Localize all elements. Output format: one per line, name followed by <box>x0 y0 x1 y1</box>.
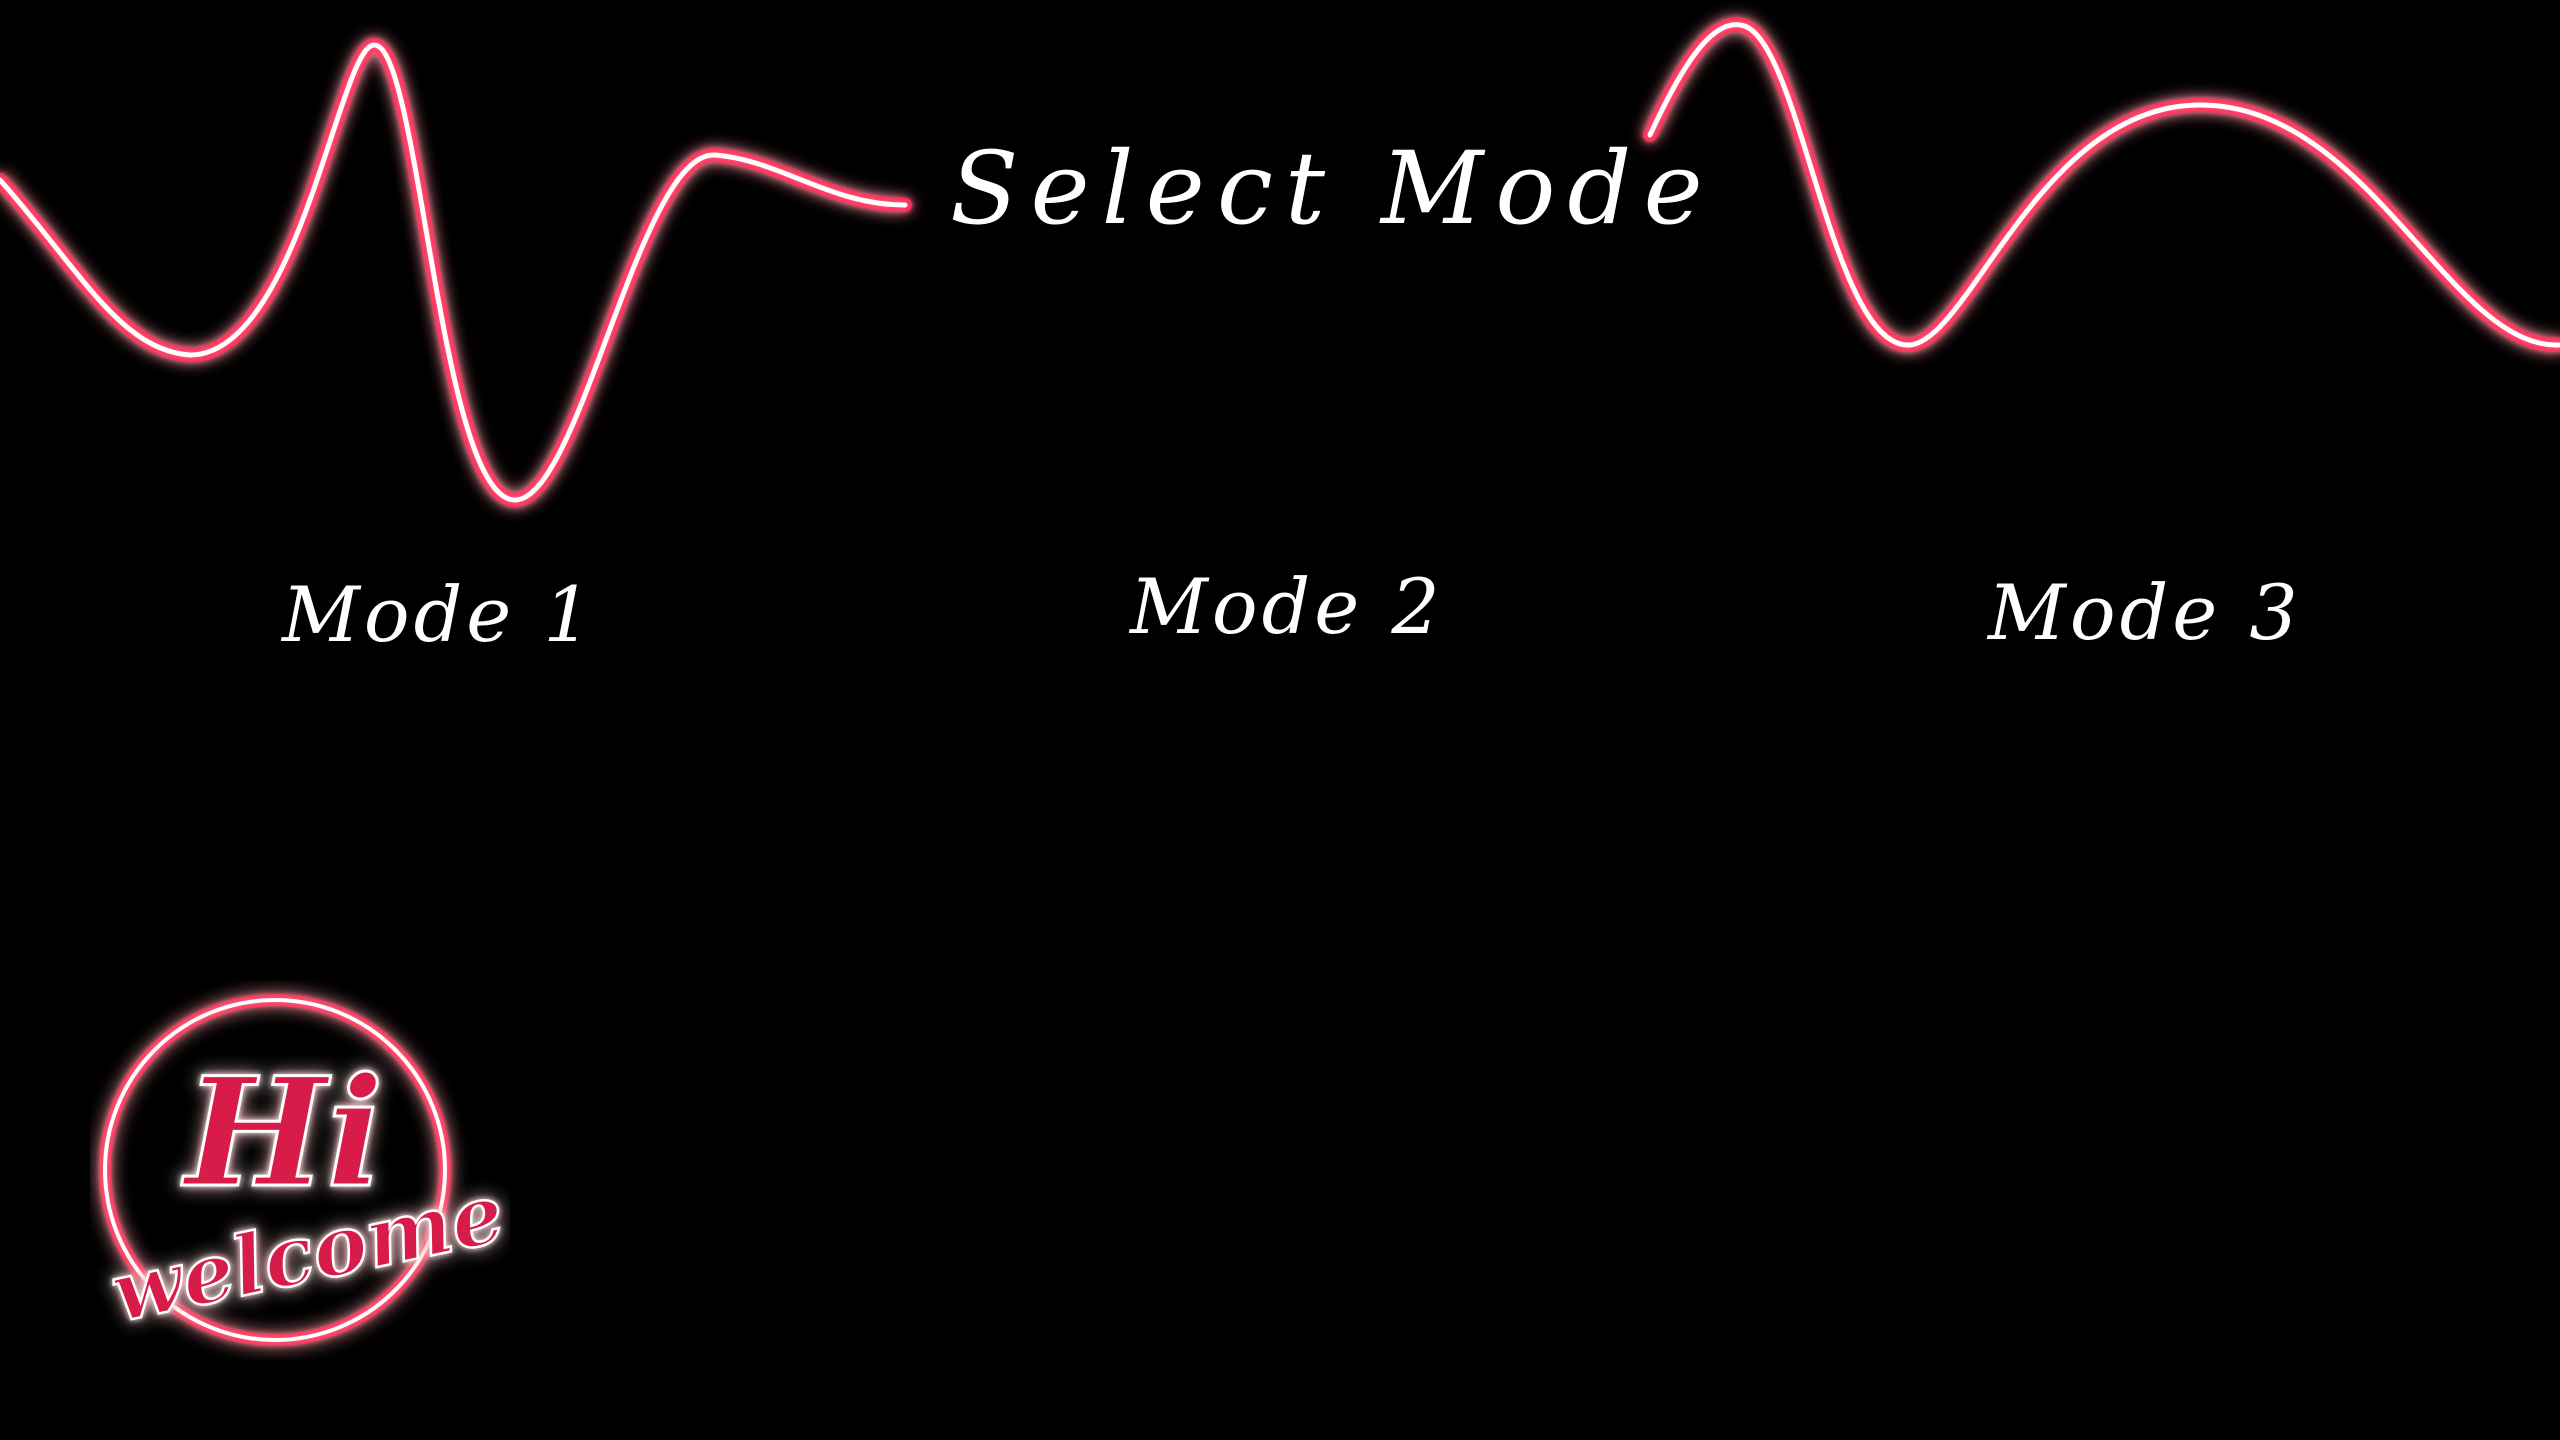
hi-welcome-badge-icon: Hi welcome <box>90 980 513 1360</box>
right-wave-icon <box>1643 17 2560 353</box>
badge-hi-text: Hi <box>181 1045 384 1221</box>
mode-3-button[interactable]: Mode 3 <box>1988 568 2302 657</box>
page-title: Select Mode <box>950 130 1715 247</box>
badge-circle-icon <box>99 994 451 1346</box>
left-wave-icon <box>0 38 912 508</box>
mode-2-button[interactable]: Mode 2 <box>1130 562 1444 651</box>
mode-1-button[interactable]: Mode 1 <box>282 570 596 659</box>
